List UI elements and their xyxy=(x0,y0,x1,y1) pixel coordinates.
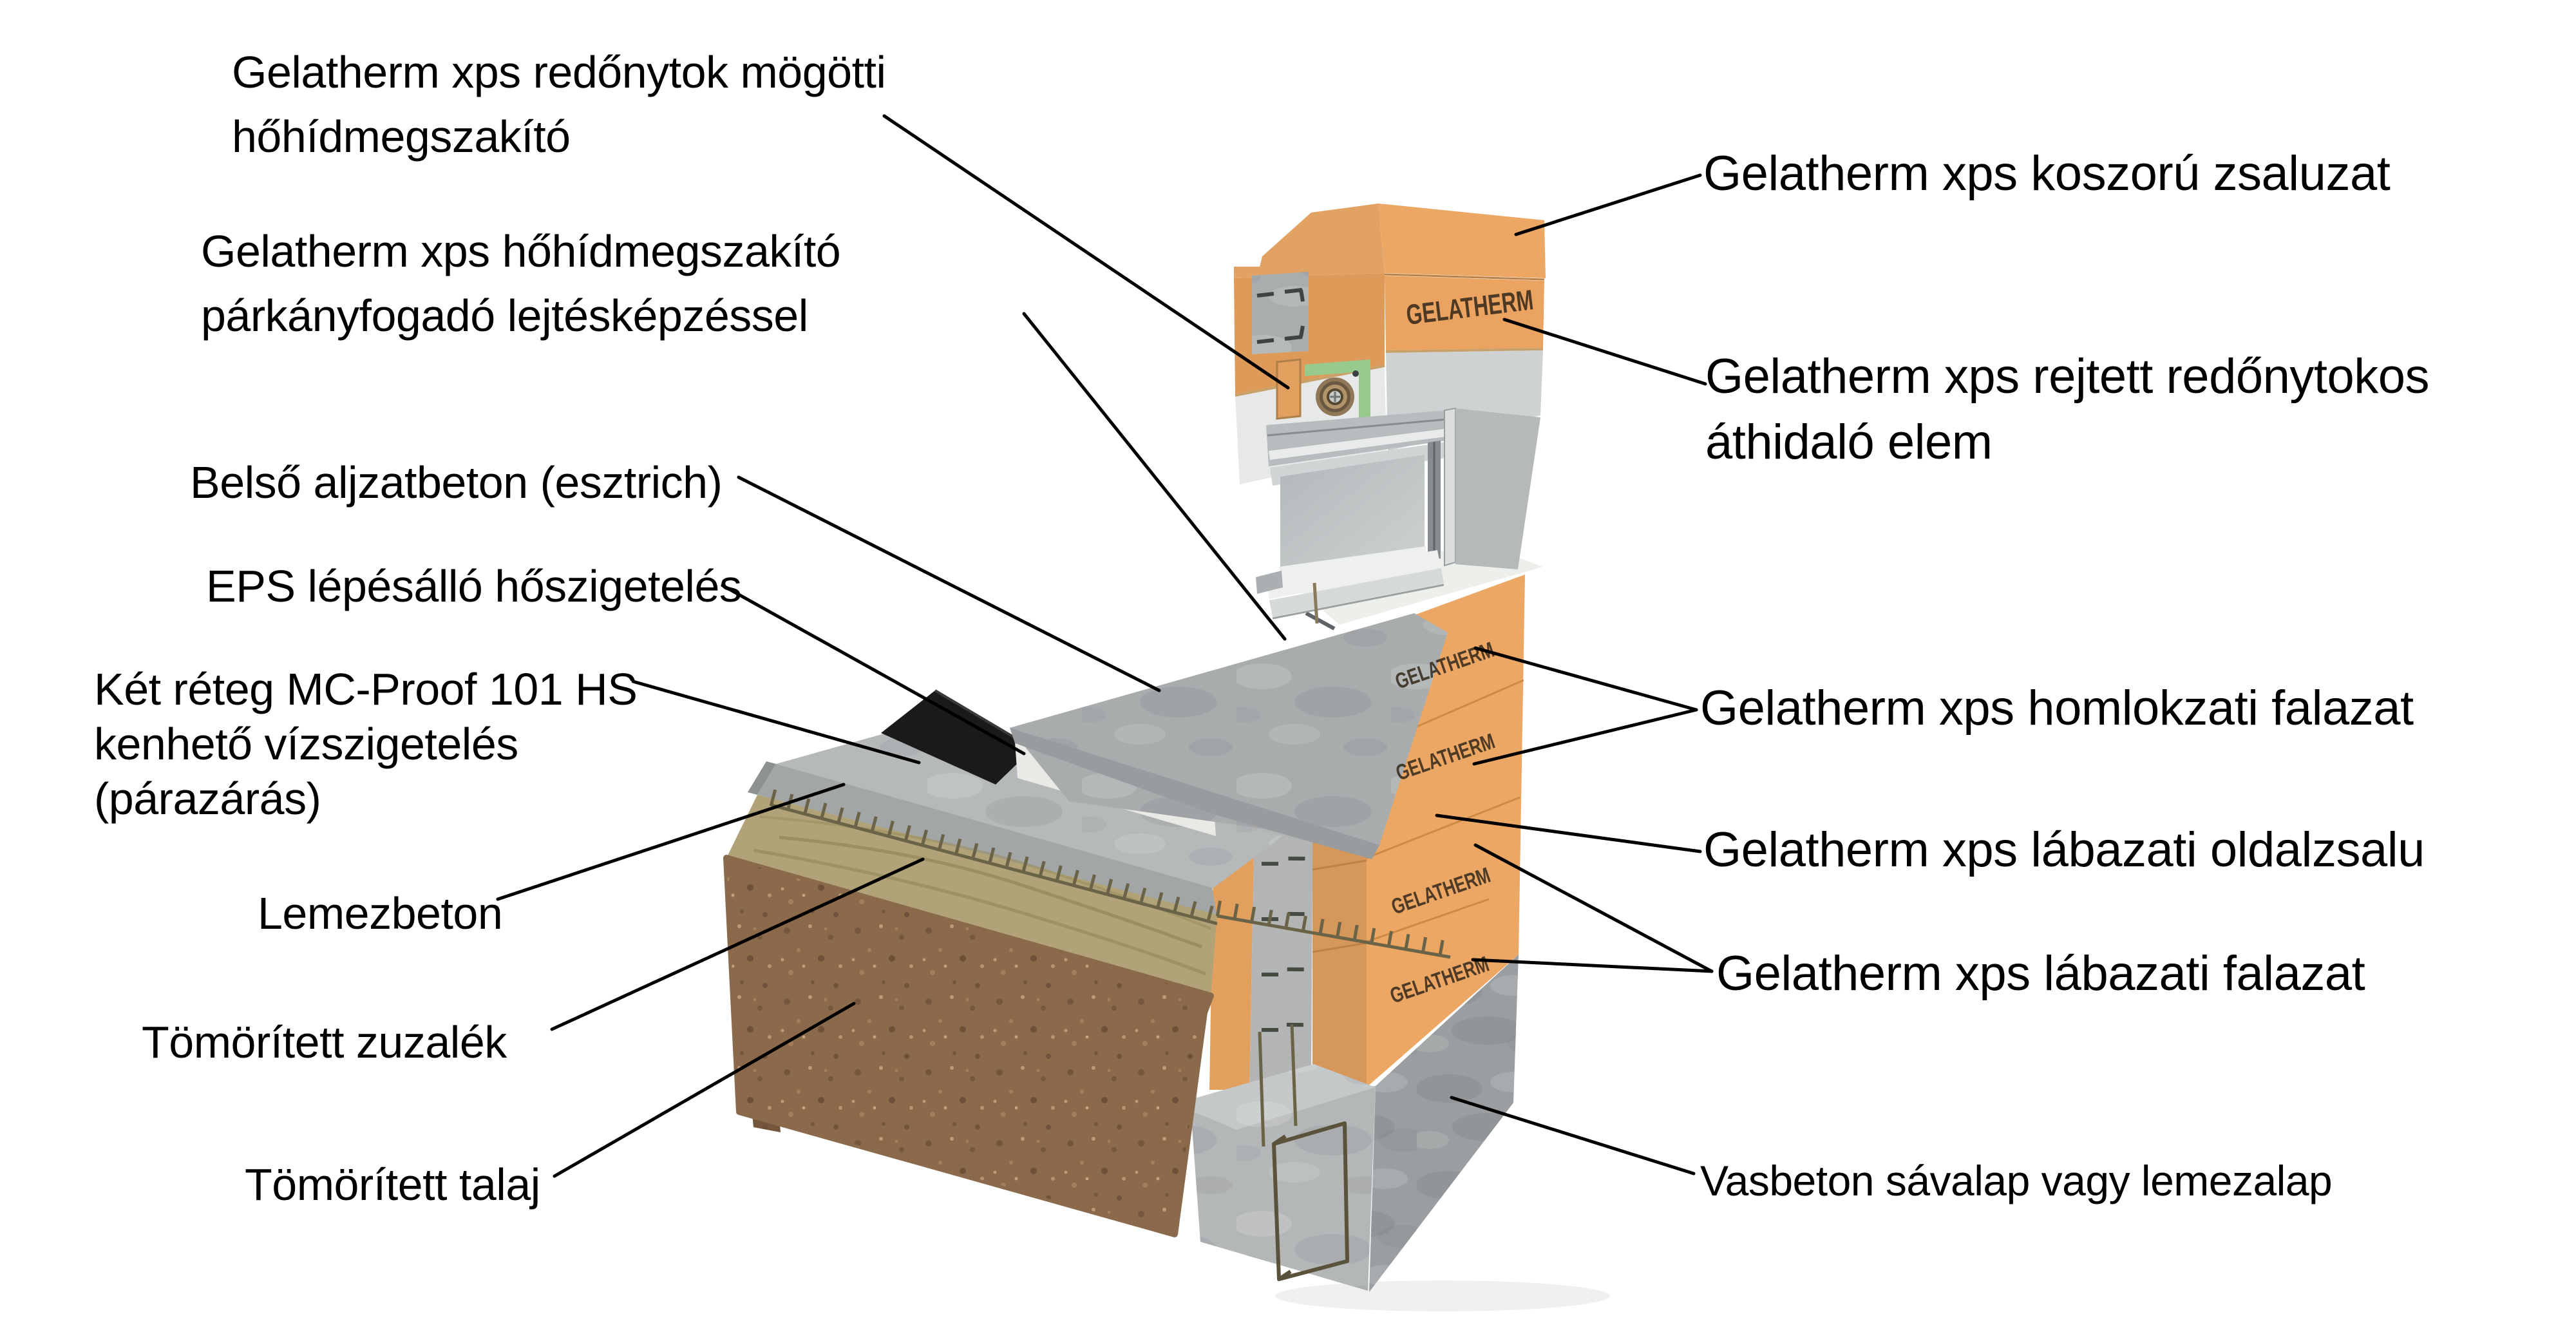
vertical-rebar xyxy=(1258,1031,1265,1147)
leader-talaj xyxy=(553,1002,856,1178)
leader-redonytok xyxy=(882,114,1290,390)
leader-lines xyxy=(496,114,1714,1178)
label-tomoritett-zuzalek: Tömörített zuzalék xyxy=(142,1017,507,1067)
wire-mesh-rebar xyxy=(769,789,1452,959)
label-belso-aljzatbeton: Belső aljzatbeton (esztrich) xyxy=(190,457,723,508)
window-glass xyxy=(1280,455,1425,569)
lintel-right-face xyxy=(1385,276,1544,350)
label-labazati-oldalzsalu: Gelatherm xps lábazati oldalzsalu xyxy=(1703,823,2425,877)
lemezbeton-front-band xyxy=(757,764,1217,916)
foundation-stirrup-rebar xyxy=(1272,1121,1349,1281)
label-rejtett-redonytokos: Gelatherm xps rejtett redőnytokos áthida… xyxy=(1705,349,2430,470)
leader-labazati-1 xyxy=(1473,843,1714,973)
koszoru-front-slope xyxy=(1234,204,1385,278)
lemezbeton-left-sliver xyxy=(748,761,776,795)
label-parkanyfogado: Gelatherm xps hőhídmegszakító párkányfog… xyxy=(201,226,841,341)
leader-homlokzati-1 xyxy=(1473,646,1698,712)
window-bottom-frame xyxy=(1266,550,1441,599)
screed-front-band xyxy=(1010,728,1379,859)
reinforced-concrete-foundation xyxy=(1175,955,1610,1311)
label-eps-hoszigeteles: EPS lépésálló hőszigetelés xyxy=(206,561,742,611)
leader-mcproof xyxy=(631,680,921,765)
leader-eps xyxy=(721,584,1026,756)
label-homlokzati-falazat: Gelatherm xps homlokzati falazat xyxy=(1700,681,2414,736)
gasket-green-side xyxy=(1359,371,1370,420)
label-mcproof-vizszigeteles: Két réteg MC-Proof 101 HS kenhető vízszi… xyxy=(94,664,638,824)
koszoru-right-face xyxy=(1378,204,1546,278)
leader-oldalzsalu xyxy=(1435,813,1702,853)
label-redonytok-hohidmegszakito: Gelatherm xps redőnytok mögötti hőhídmeg… xyxy=(232,47,886,162)
leader-athidalo xyxy=(1502,318,1707,386)
window-assembly xyxy=(1256,407,1540,624)
floor-layer-stack xyxy=(723,613,1452,1237)
patch-rebar-marks xyxy=(1256,288,1305,344)
roller-mechanism xyxy=(1316,377,1354,416)
leader-parkanyfogado xyxy=(1022,312,1287,641)
leader-labazati-2 xyxy=(1471,958,1714,973)
leader-koszoru xyxy=(1514,173,1702,236)
leader-esztrich xyxy=(737,475,1161,692)
fastener-dot xyxy=(1352,370,1359,377)
anchor-rod xyxy=(1312,582,1319,624)
leader-lemezbeton xyxy=(496,783,846,901)
leader-vasbeton xyxy=(1450,1096,1696,1175)
window-reveal xyxy=(1455,408,1540,569)
frame-hardware xyxy=(1256,571,1283,594)
sill-nose-edge xyxy=(1305,611,1336,631)
shutter-guide-strip xyxy=(1444,407,1456,567)
mcproof-black-wedge xyxy=(881,690,1033,785)
vertical-rebar xyxy=(1290,1023,1298,1127)
label-lemezbeton: Lemezbeton xyxy=(258,888,503,938)
label-koszoru-zsaluzat: Gelatherm xps koszorú zsaluzat xyxy=(1703,146,2391,201)
leader-homlokzati-2 xyxy=(1472,708,1698,766)
leader-zuzalek xyxy=(550,857,925,1031)
label-tomoritett-talaj: Tömörített talaj xyxy=(245,1159,540,1210)
label-labazati-falazat: Gelatherm xps lábazati falazat xyxy=(1716,946,2365,1001)
label-vasbeton-savalap: Vasbeton sávalap vagy lemezalap xyxy=(1700,1157,2333,1204)
